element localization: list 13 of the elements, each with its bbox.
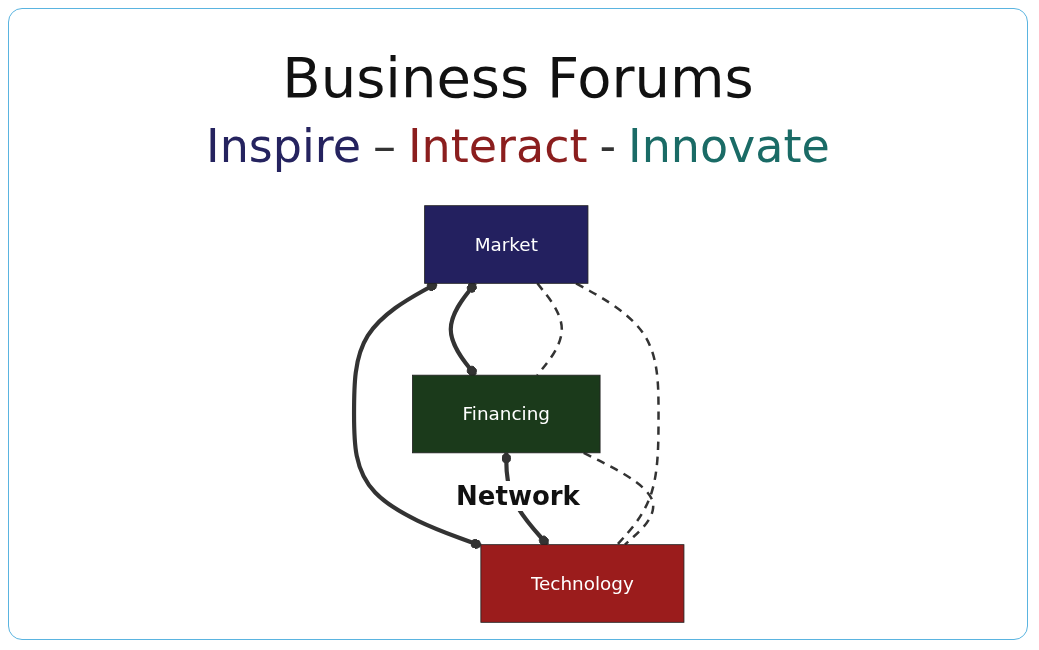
title: Business Forums xyxy=(281,45,755,110)
connector xyxy=(583,451,655,546)
subtitle-word: Interact xyxy=(408,119,588,173)
subtitle-word: - xyxy=(599,119,617,173)
connector xyxy=(575,282,660,546)
process-box: Technology xyxy=(480,544,685,623)
process-box: Financing xyxy=(412,374,601,454)
connector xyxy=(448,282,477,377)
subtitle-word: – xyxy=(373,119,396,173)
subtitle-word: Inspire xyxy=(206,119,361,173)
connector xyxy=(536,282,564,376)
subtitle-word: Innovate xyxy=(628,119,830,173)
process-box: Market xyxy=(424,205,589,284)
